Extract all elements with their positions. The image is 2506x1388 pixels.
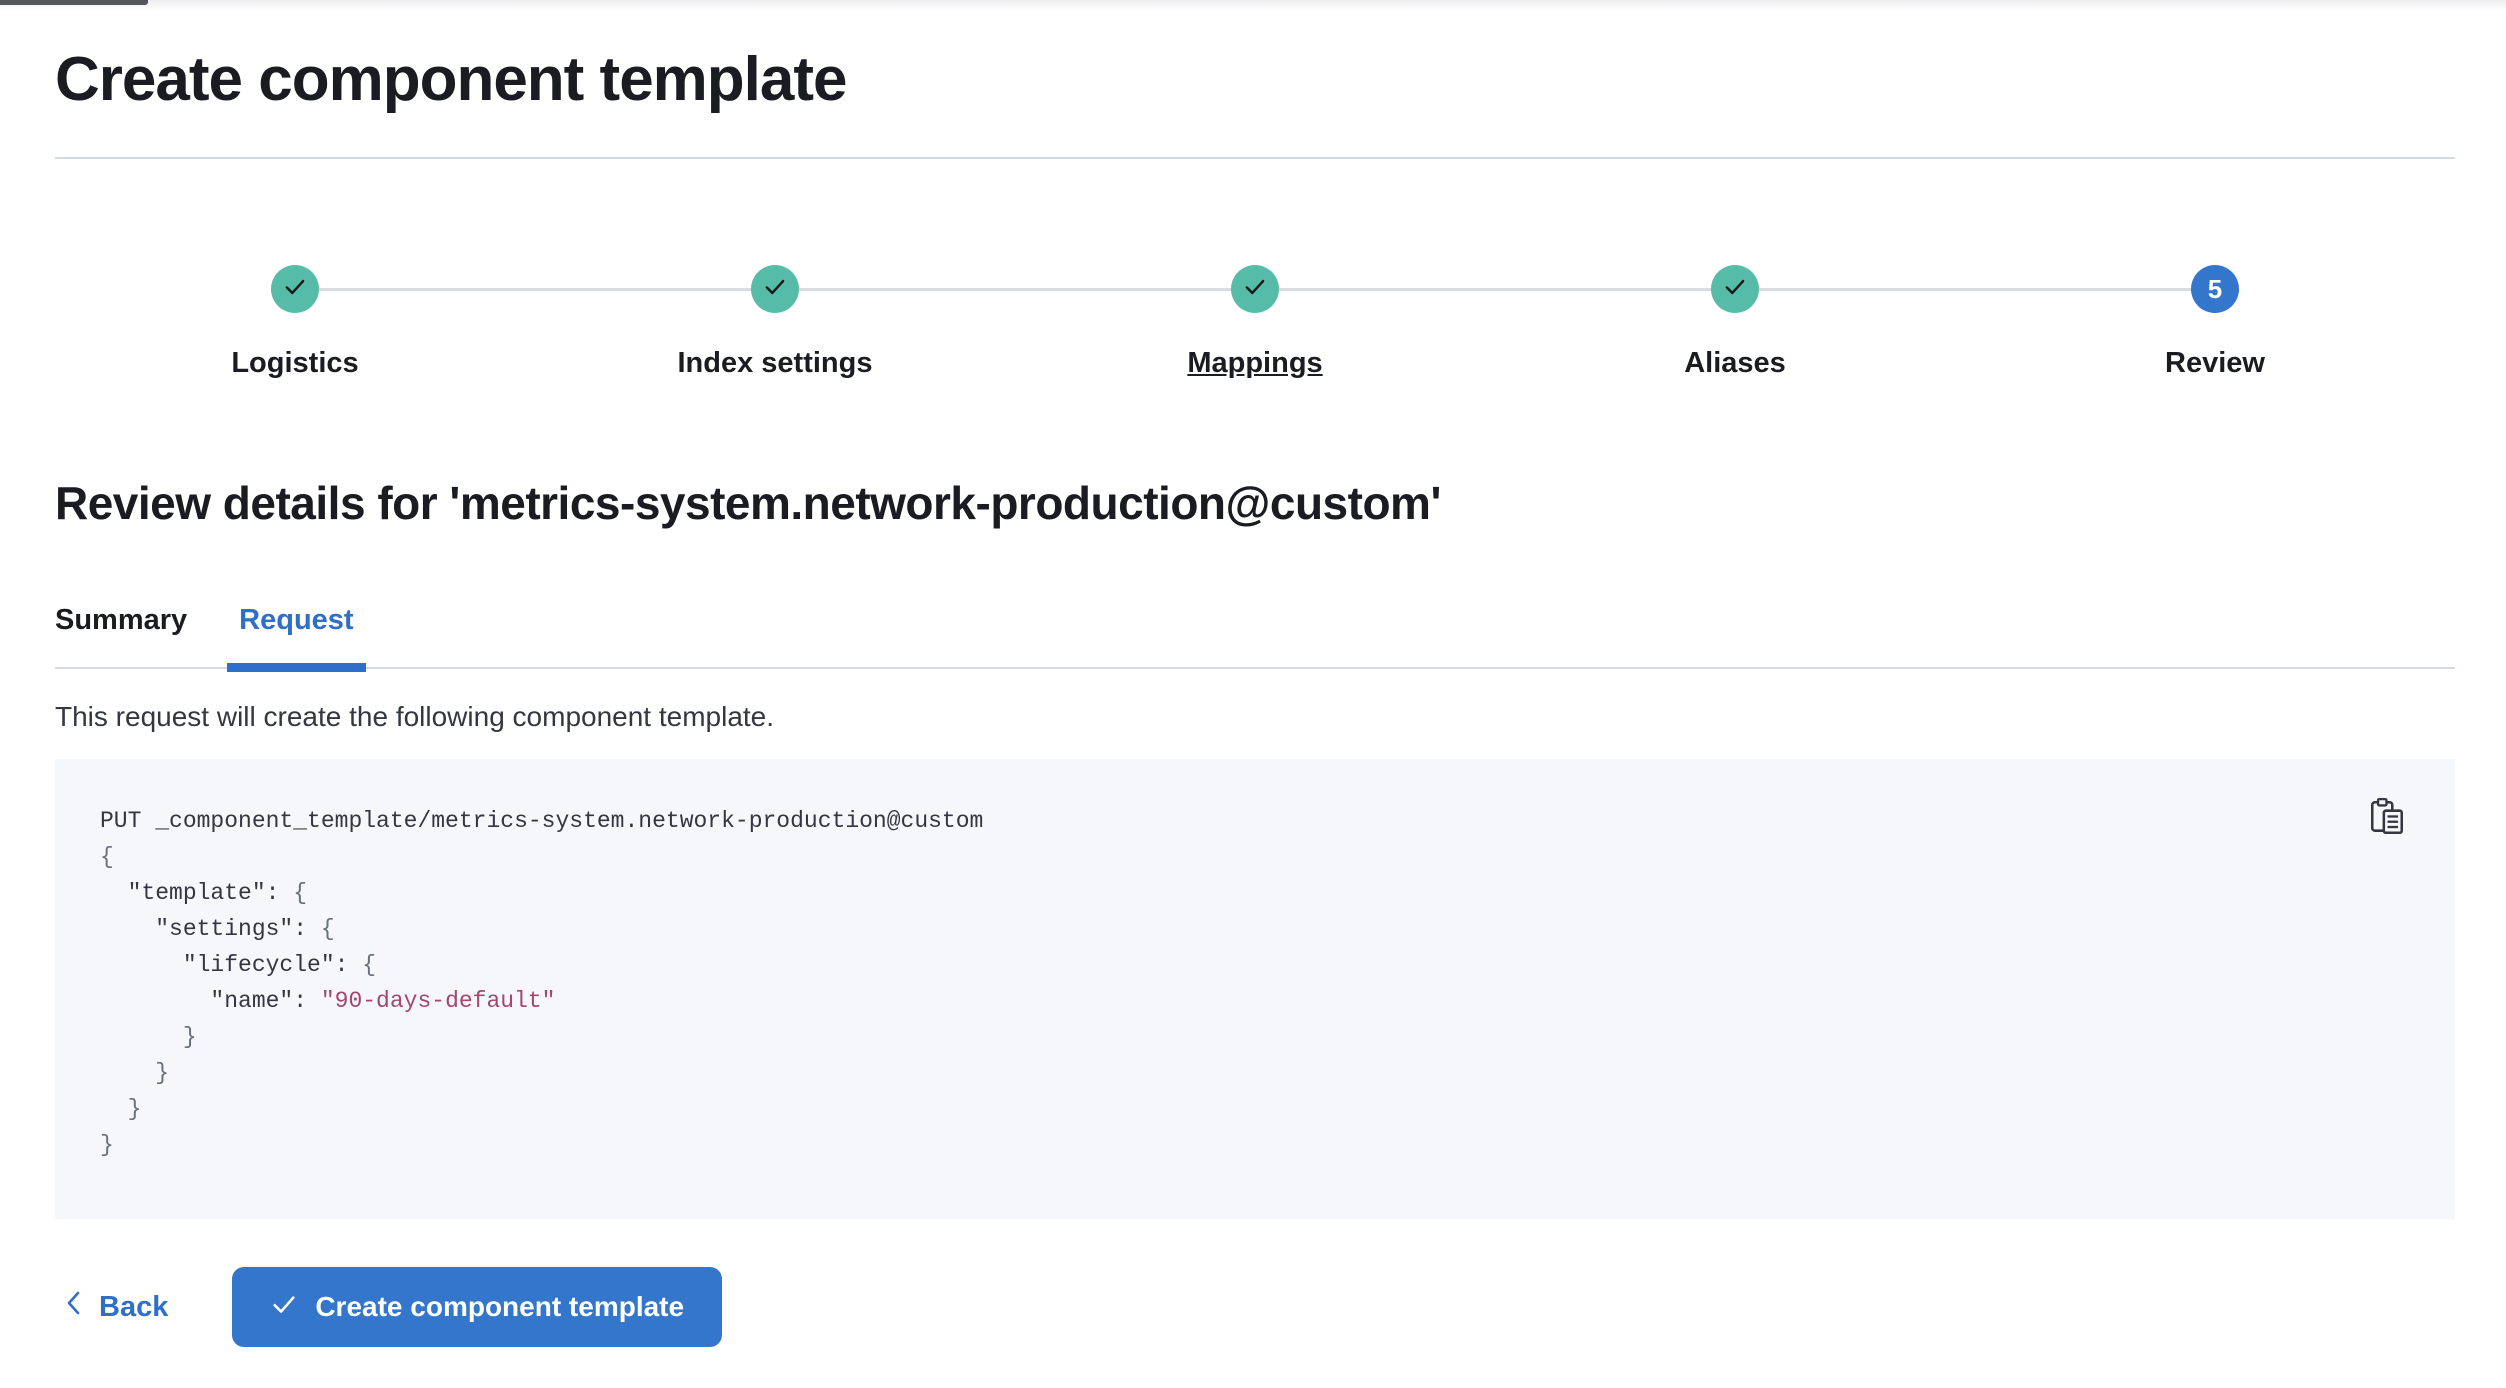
copy-clipboard-icon[interactable] [2369,797,2405,837]
step-complete-circle[interactable] [1231,265,1279,314]
submit-label: Create component template [315,1291,685,1323]
check-icon [270,1290,298,1325]
tab-summary[interactable]: Summary [55,604,187,667]
check-icon [762,274,788,305]
step-index-settings[interactable]: Index settings [535,265,1015,380]
step-label[interactable]: Aliases [1684,347,1786,380]
code-line: "settings": { [100,916,335,943]
request-code-block: PUT _component_template/metrics-system.n… [55,759,2455,1220]
step-complete-circle[interactable] [751,265,799,314]
check-icon [1242,274,1268,305]
step-current-circle: 5 [2191,265,2239,314]
check-icon [282,274,308,305]
step-complete-circle[interactable] [1711,265,1759,314]
step-complete-circle[interactable] [271,265,319,314]
step-review: 5 Review [1975,265,2455,380]
code-line: } [100,1024,197,1051]
step-number: 5 [2207,273,2223,304]
tab-request[interactable]: Request [227,604,367,673]
create-component-template-page: Create component template Logistics Ind [55,45,2455,1348]
check-icon [1722,274,1748,305]
chevron-left-icon [63,1288,85,1326]
code-line: PUT _component_template/metrics-system.n… [100,808,984,835]
review-tabs: Summary Request [55,604,2455,673]
back-label: Back [99,1290,169,1323]
step-aliases[interactable]: Aliases [1495,265,1975,380]
step-label: Review [2165,347,2265,380]
step-mappings[interactable]: Mappings [1015,265,1495,380]
step-label[interactable]: Logistics [231,347,359,380]
page-title: Create component template [55,45,848,114]
code-line: } [100,1132,114,1159]
code-line: { [100,844,114,871]
review-heading: Review details for 'metrics-system.netwo… [55,477,1441,530]
code-line: "lifecycle": { [100,952,377,979]
step-logistics[interactable]: Logistics [55,265,535,380]
code-content: PUT _component_template/metrics-system.n… [100,803,2410,1163]
code-line: "template": { [100,880,308,907]
step-label[interactable]: Index settings [677,347,873,380]
step-label[interactable]: Mappings [1187,347,1323,380]
window-edge-artifact [0,0,148,5]
code-line: "name": "90-days-default" [100,988,556,1015]
code-line: } [100,1096,142,1123]
request-description: This request will create the following c… [55,701,775,733]
title-divider [55,157,2455,160]
wizard-footer: Back Create component template [55,1267,2455,1348]
back-button[interactable]: Back [55,1288,168,1326]
create-component-template-button[interactable]: Create component template [232,1267,723,1348]
code-line: } [100,1060,170,1087]
step-progress-bar: Logistics Index settings Mappings [55,265,2455,380]
